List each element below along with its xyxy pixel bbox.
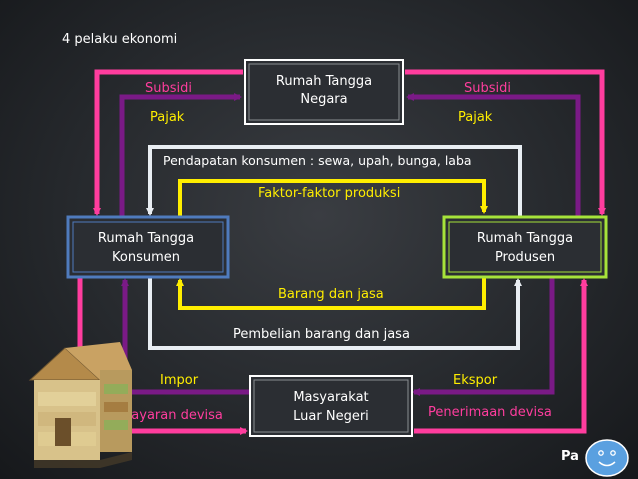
node-rumah-tangga-konsumen: Rumah Tangga Konsumen [66,215,230,279]
node-masyarakat-luar-negeri: Masyarakat Luar Negeri [249,375,413,437]
label-pajak-left: Pajak [150,110,185,125]
node-label-line2: Luar Negeri [293,409,369,424]
subsidi-left-arrow [93,69,243,216]
ekspor-arrow [412,277,555,396]
node-label-line2: Produsen [495,250,555,265]
pendapatan-arrow [146,145,522,216]
label-pembelian: Pembelian barang dan jasa [233,327,410,342]
pajak-left-arrow [119,93,242,216]
label-pendapatan: Pendapatan konsumen : sewa, upah, bunga,… [163,153,472,168]
footer-text: Pa [561,449,579,464]
label-pajak-right: Pajak [458,110,493,125]
label-impor: Impor [160,373,199,388]
barang-jasa-arrow [176,277,486,310]
pajak-right-arrow [406,93,581,216]
node-rumah-tangga-produsen: Rumah Tangga Produsen [442,215,608,279]
node-label-line2: Negara [300,92,347,107]
label-penerimaan-devisa: Penerimaan devisa [428,405,552,420]
penerimaan-devisa-arrow [414,278,588,434]
label-barang-jasa: Barang dan jasa [278,287,384,302]
label-subsidi-left: Subsidi [145,81,192,96]
subsidi-right-arrow [405,69,606,216]
node-label-line1: Rumah Tangga [276,74,372,89]
node-rumah-tangga-negara: Rumah Tangga Negara [244,59,404,125]
node-label-line1: Rumah Tangga [477,231,573,246]
label-faktor-produksi: Faktor-faktor produksi [258,186,400,201]
pembelian-arrow [148,277,522,350]
page-title: 4 pelaku ekonomi [62,32,177,47]
faktor-produksi-arrow [178,179,488,216]
node-label-line2: Konsumen [112,250,180,265]
label-subsidi-right: Subsidi [464,81,511,96]
label-ekspor: Ekspor [453,373,498,388]
money-house-image [28,342,132,468]
node-label-line1: Rumah Tangga [98,231,194,246]
smiley-icon [585,439,629,477]
node-label-line1: Masyarakat [293,390,368,405]
